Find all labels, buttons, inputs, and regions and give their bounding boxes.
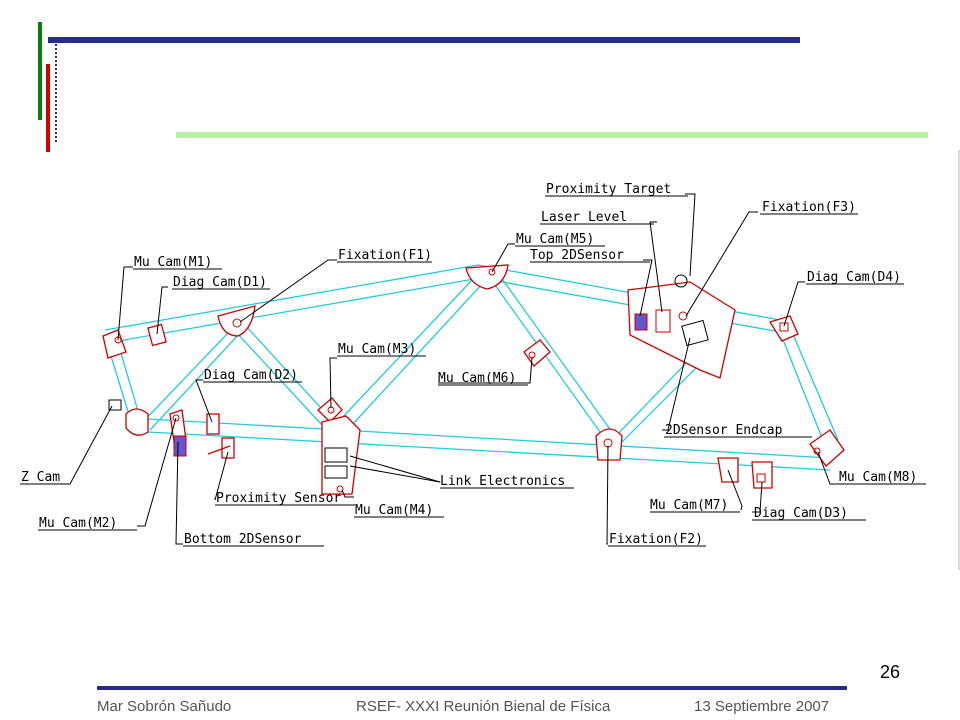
label-diag-cam-d2: Diag_Cam(D2): [204, 368, 298, 383]
plate-f2: [595, 428, 623, 461]
plate-m8: [809, 429, 845, 467]
decorative-dotted-line: [55, 44, 57, 142]
plate-top-2dsensor: [627, 281, 736, 379]
fixation-f3-marker: [678, 311, 688, 321]
footer-date: 13 Septiembre 2007: [694, 698, 830, 715]
laser-level-marker: [655, 309, 671, 333]
plate-d4: [768, 315, 799, 342]
plate-m6: [523, 339, 551, 367]
label-top-2dsensor: Top 2DSensor: [530, 248, 624, 263]
label-z-cam: Z_Cam: [21, 470, 60, 485]
link-electronics-box-lower: [324, 465, 348, 479]
bottom-2dsensor-marker: [173, 435, 187, 457]
decorative-right-line: [958, 150, 960, 570]
plate-d1: [147, 323, 167, 347]
mu-cam-m4-marker: [336, 485, 344, 493]
footer-event: RSEF- XXXI Reunión Bienal de Física: [356, 698, 611, 715]
footer-author: Mar Sobrón Sañudo: [97, 698, 232, 715]
label-diag-cam-d3: Diag_Cam(D3): [754, 506, 848, 521]
frame-diagram: Proximity Target Fixation(F3) Laser Leve…: [20, 182, 926, 547]
plate-m1: [102, 329, 127, 359]
label-bottom-2dsensor: Bottom 2DSensor: [184, 532, 302, 547]
title-underline-bar: [48, 37, 800, 43]
diag-cam-d4-marker: [779, 322, 789, 332]
label-mu-cam-m3: Mu_Cam(M3): [338, 342, 416, 357]
title-accent-bar: [176, 132, 928, 138]
plate-left-end: [125, 408, 149, 436]
z-cam-marker: [108, 399, 122, 411]
label-diag-cam-d1: Diag_Cam(D1): [173, 275, 267, 290]
mu-cam-m5-marker: [488, 268, 496, 276]
support-frame: [104, 264, 839, 471]
label-fixation-f2: Fixation(F2): [609, 532, 703, 547]
plate-m5: [465, 264, 509, 290]
label-mu-cam-m5: Mu_Cam(M5): [516, 232, 594, 247]
2dsensor-endcap-marker: [681, 319, 709, 347]
plate-d2: [206, 413, 220, 435]
label-diag-cam-d4: Diag_Cam(D4): [807, 270, 901, 285]
page-number: 26: [880, 662, 901, 682]
fixation-f1-marker: [232, 318, 242, 328]
label-underlines: [20, 195, 926, 547]
footer-bar: [97, 686, 847, 690]
diagram-labels: Proximity Target Fixation(F3) Laser Leve…: [21, 182, 917, 547]
label-mu-cam-m4: Mu_Cam(M4): [355, 503, 433, 518]
label-fixation-f1: Fixation(F1): [338, 248, 432, 263]
plate-m3: [317, 397, 343, 423]
diag-cam-d3-marker: [756, 473, 766, 483]
label-fixation-f3: Fixation(F3): [762, 200, 856, 215]
label-mu-cam-m1: Mu_Cam(M1): [134, 255, 212, 270]
mu-cam-m8-marker: [813, 447, 821, 455]
label-proximity-target: Proximity Target: [546, 182, 671, 197]
mu-cam-m2-marker: [172, 414, 180, 422]
leader-lines: [66, 193, 838, 545]
plate-f1: [217, 305, 256, 337]
top-2dsensor-marker: [634, 313, 648, 331]
decorative-green-bar: [38, 22, 42, 120]
label-mu-cam-m2: Mu_Cam(M2): [39, 516, 117, 531]
plate-proximity-sensor: [221, 437, 235, 459]
label-2dsensor-endcap: 2DSensor_Endcap: [665, 423, 783, 438]
proximity-sensor-tick: [207, 445, 231, 455]
label-laser-level: Laser Level: [541, 210, 627, 225]
label-mu-cam-m7: Mu_Cam(M7): [650, 498, 728, 513]
decorative-red-bar: [46, 64, 50, 152]
proximity-target-marker: [674, 274, 688, 288]
label-link-electronics: Link Electronics: [440, 474, 565, 489]
label-proximity-sensor: Proximity Sensor: [216, 491, 341, 506]
link-electronics-box-upper: [324, 447, 348, 463]
label-mu-cam-m8: Mu_Cam(M8): [839, 470, 917, 485]
label-mu-cam-m6: Mu_Cam(M6): [438, 371, 516, 386]
mounting-plates: [102, 264, 845, 495]
